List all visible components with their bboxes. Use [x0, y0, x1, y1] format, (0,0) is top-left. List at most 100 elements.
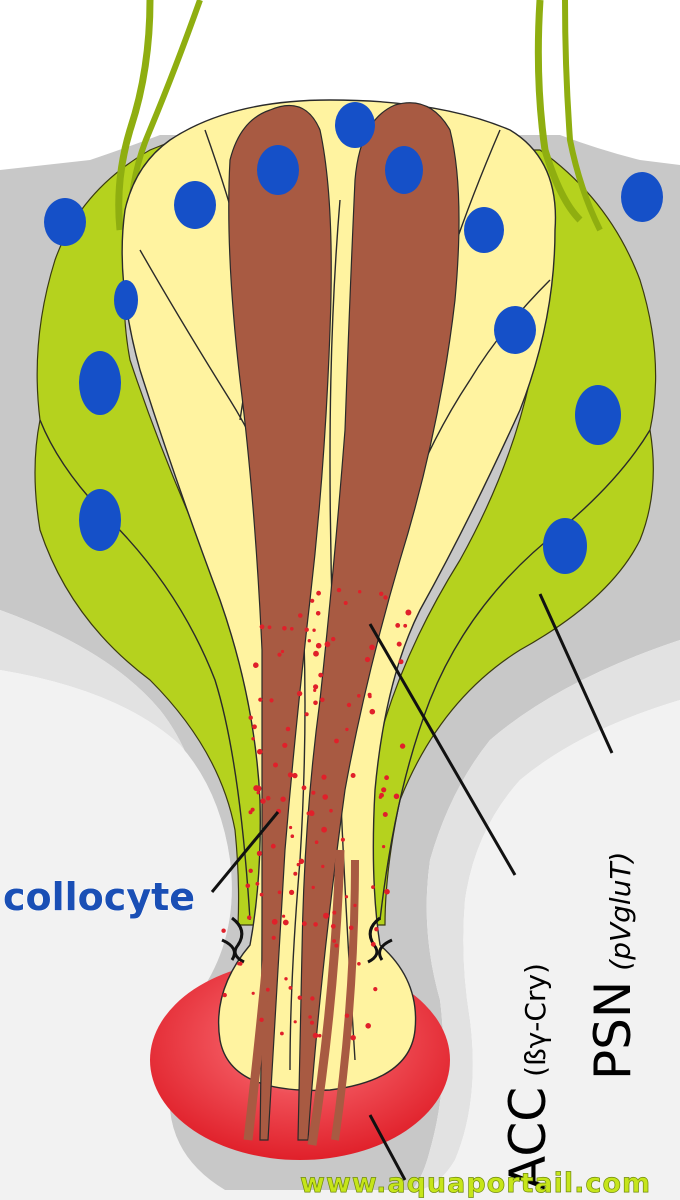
granule-icon: [329, 808, 333, 813]
granule-icon: [317, 1033, 322, 1038]
granule-icon: [296, 690, 303, 697]
nucleus-icon: [79, 489, 121, 551]
granule-icon: [383, 595, 388, 600]
granule-icon: [250, 807, 255, 812]
granule-icon: [298, 613, 303, 618]
nucleus-icon: [44, 198, 86, 246]
nucleus-icon: [385, 146, 423, 194]
granule-icon: [259, 624, 265, 630]
granule-icon: [287, 772, 294, 778]
granule-icon: [290, 627, 294, 631]
granule-icon: [292, 772, 298, 779]
granule-icon: [258, 697, 263, 702]
leader-collocyte: [210, 811, 280, 893]
label-acc-main: ACC: [499, 1087, 557, 1190]
granule-icon: [311, 790, 316, 795]
granule-icon: [253, 785, 260, 792]
granule-icon: [280, 1031, 284, 1036]
granule-icon: [252, 724, 257, 730]
granule-icon: [316, 590, 321, 596]
granule-icon: [331, 636, 336, 642]
granule-icon: [346, 702, 352, 708]
granule-icon: [259, 892, 264, 897]
granule-icon: [318, 672, 324, 678]
granule-icon: [384, 775, 389, 781]
granule-icon: [282, 919, 289, 926]
filament-strand-1: [243, 799, 285, 1141]
granule-icon: [311, 885, 315, 890]
granule-icon: [309, 1020, 315, 1025]
granule-icon: [384, 888, 390, 895]
granule-icon: [314, 840, 319, 844]
granule-icon: [382, 812, 388, 817]
nucleus-icon: [114, 280, 138, 320]
granule-icon: [344, 895, 349, 899]
granule-icon: [304, 712, 309, 717]
granule-icon: [350, 1035, 356, 1041]
granule-icon: [260, 798, 266, 804]
nucleus-icon: [79, 351, 121, 415]
granule-icon: [271, 918, 278, 925]
granule-icon: [403, 623, 408, 628]
support-cell-left: [34, 138, 269, 926]
granule-icon: [273, 762, 278, 768]
hook-right-2: [378, 938, 393, 961]
granule-icon: [313, 700, 318, 706]
leader-psn: [538, 593, 614, 754]
granule-icon: [247, 915, 252, 920]
nucleus-icon: [257, 145, 299, 195]
support-cell-left-2: [39, 419, 251, 921]
granule-icon: [344, 1013, 350, 1018]
hook-left: [231, 916, 245, 964]
support-cell-right-2: [379, 429, 651, 921]
granule-icon: [304, 627, 309, 632]
granule-icon: [334, 738, 339, 744]
granule-icon: [251, 991, 255, 995]
granule-icon: [289, 825, 293, 830]
granule-icon: [289, 889, 295, 896]
granule-icon: [293, 871, 298, 876]
granule-icon: [312, 1032, 319, 1039]
granule-icon: [315, 642, 322, 649]
nerve-fiber-left-1: [115, 0, 154, 231]
granule-icon: [301, 785, 307, 791]
granule-icon: [255, 881, 260, 886]
granule-icon: [313, 684, 319, 690]
granule-icon: [334, 943, 339, 948]
granule-icon: [306, 811, 311, 816]
granule-icon: [282, 914, 286, 918]
hook-left-2: [221, 938, 236, 961]
leader-acc: [368, 623, 517, 876]
granule-icon: [370, 941, 376, 947]
nucleus-icon: [543, 518, 587, 574]
granule-icon: [257, 748, 263, 755]
granule-icon: [313, 922, 318, 927]
granule-icon: [253, 662, 259, 668]
nucleus-icon: [494, 306, 536, 354]
granule-icon: [350, 773, 356, 778]
granule-icon: [280, 649, 285, 654]
granule-icon: [393, 793, 400, 800]
granule-icon: [280, 796, 286, 802]
label-psn-paren: (pVgluT): [604, 852, 637, 971]
granule-icon: [282, 626, 287, 631]
granule-icon: [296, 862, 300, 867]
granule-icon: [277, 652, 282, 657]
granule-icon: [367, 692, 372, 697]
svg-text:ACC(ßγ-Cry): ACC(ßγ-Cry): [499, 963, 557, 1190]
filament-left: [228, 104, 332, 1141]
filament-strand-2: [307, 849, 345, 1146]
granule-icon: [308, 1015, 312, 1019]
granule-icon: [222, 992, 227, 998]
granule-icon: [256, 850, 262, 857]
granule-icon: [269, 698, 274, 703]
granule-icon: [364, 656, 371, 663]
granule-icon: [270, 843, 276, 849]
granule-icon: [245, 883, 251, 889]
granule-icon: [332, 939, 337, 943]
granule-icon: [348, 925, 354, 931]
granule-icon: [369, 708, 376, 715]
nerve-fiber-right-2: [562, 0, 603, 232]
granule-icon: [313, 688, 317, 693]
